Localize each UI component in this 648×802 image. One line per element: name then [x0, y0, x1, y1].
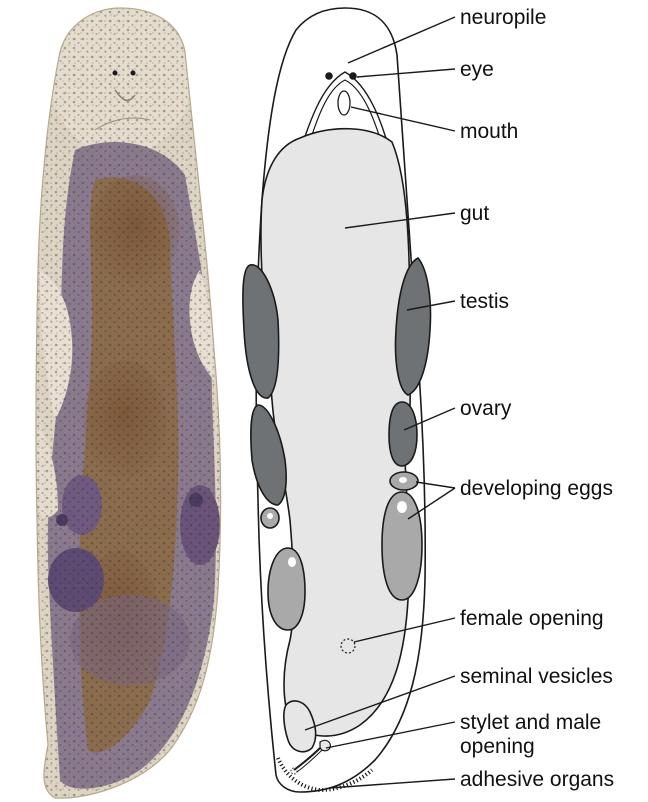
label-ovary: ovary	[460, 397, 512, 420]
eye-right	[350, 73, 356, 79]
label-developing-eggs: developing eggs	[460, 477, 613, 500]
label-adhesive-organs: adhesive organs	[460, 768, 614, 791]
schematic	[243, 8, 431, 792]
seminal-vesicle-small	[320, 740, 330, 750]
label-gut: gut	[460, 202, 489, 225]
egg-large-left	[268, 548, 305, 630]
label-neuropile: neuropile	[460, 6, 546, 29]
label-stylet-line1: stylet and male	[460, 711, 601, 734]
labels: neuropile eye mouth gut testis ovary dev…	[460, 6, 614, 791]
micrograph	[0, 0, 248, 802]
label-mouth: mouth	[460, 120, 518, 143]
mouth-shape	[338, 91, 350, 115]
label-eye: eye	[460, 58, 494, 81]
label-seminal-vesicles: seminal vesicles	[460, 665, 613, 688]
ovary-shape	[389, 402, 417, 466]
label-testis: testis	[460, 290, 509, 313]
label-stylet-line2: opening	[460, 735, 535, 758]
eye-left	[326, 73, 332, 79]
label-female-opening: female opening	[460, 607, 604, 630]
